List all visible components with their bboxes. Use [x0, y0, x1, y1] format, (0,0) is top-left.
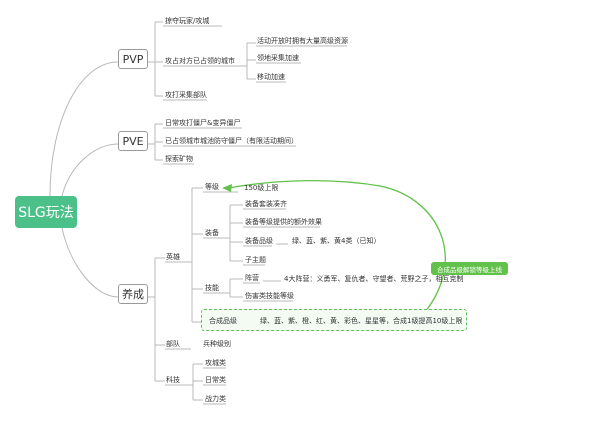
camp-value: 4大阵营：义勇军、复仇者、守望者、荒野之子，相互克制: [284, 275, 464, 283]
root-node: SLG玩法: [15, 196, 77, 228]
pvp-node: PVP: [118, 49, 148, 69]
synth-highlight: [201, 309, 467, 331]
hero-level-value: 150级上限: [244, 184, 279, 192]
pve-item: 探索矿物: [165, 155, 193, 163]
pvp-item: 掠夺玩家/攻城: [165, 17, 210, 25]
tech-node: 科技: [166, 376, 180, 384]
pve-item: 已占领城市城池防守僵尸（有限活动期间）: [165, 137, 298, 145]
pvp-item: 攻占对方已占领的城市: [165, 57, 235, 65]
callout-arrowhead: [222, 184, 232, 192]
tech-item: 攻城类: [205, 359, 226, 367]
city-sub-item: 领地采集加速: [257, 54, 299, 62]
skill-node: 技能: [205, 284, 219, 292]
equip-item: 装备等级提供的额外效果: [245, 218, 322, 226]
link-hero-branch: [183, 187, 203, 323]
city-sub-item: 移动加速: [257, 73, 285, 81]
callout-note: 合成品级解锁等级上线: [431, 262, 508, 275]
troops-value: 兵种级别: [203, 340, 231, 348]
link-root-pve: [61, 143, 119, 197]
pvp-item: 攻打采集部队: [165, 91, 207, 99]
pve-node: PVE: [118, 131, 148, 151]
troops-node: 部队: [166, 340, 180, 348]
link-pvp-branch: [148, 21, 163, 97]
equip-item: 子主题: [245, 256, 266, 264]
hero-level: 等级: [205, 183, 219, 191]
develop-node: 养成: [118, 284, 148, 304]
equip-grade-value: 绿、蓝、紫、黄4类（已知）: [292, 237, 381, 245]
link-skill-branch: [220, 278, 243, 298]
link-root-pvp: [49, 61, 119, 197]
link-root-develop: [61, 227, 119, 298]
skill-item: 阵营: [245, 274, 259, 282]
equip-item: 装备套装凑齐: [245, 200, 287, 208]
pve-item: 日常攻打僵尸&变异僵尸: [165, 119, 241, 127]
equip-item: 装备品级: [245, 237, 273, 245]
link-city-branch: [240, 42, 256, 80]
link-equip-branch: [220, 204, 243, 262]
synth-value: 绿、蓝、紫、橙、红、黄、彩色、星星等，合成1级提高10级上限: [260, 317, 463, 325]
link-pve-branch: [148, 123, 163, 161]
hero-node: 英雄: [166, 253, 180, 261]
skill-item: 伤害类技能等级: [245, 292, 294, 300]
link-develop-branch: [148, 257, 165, 382]
synth-node: 合成品级: [209, 317, 237, 325]
tech-item: 日常类: [205, 376, 226, 384]
city-sub-item: 活动开放时拥有大量高级资源: [257, 37, 348, 45]
equip-node: 装备: [205, 229, 219, 237]
tech-item: 战力类: [205, 395, 226, 403]
